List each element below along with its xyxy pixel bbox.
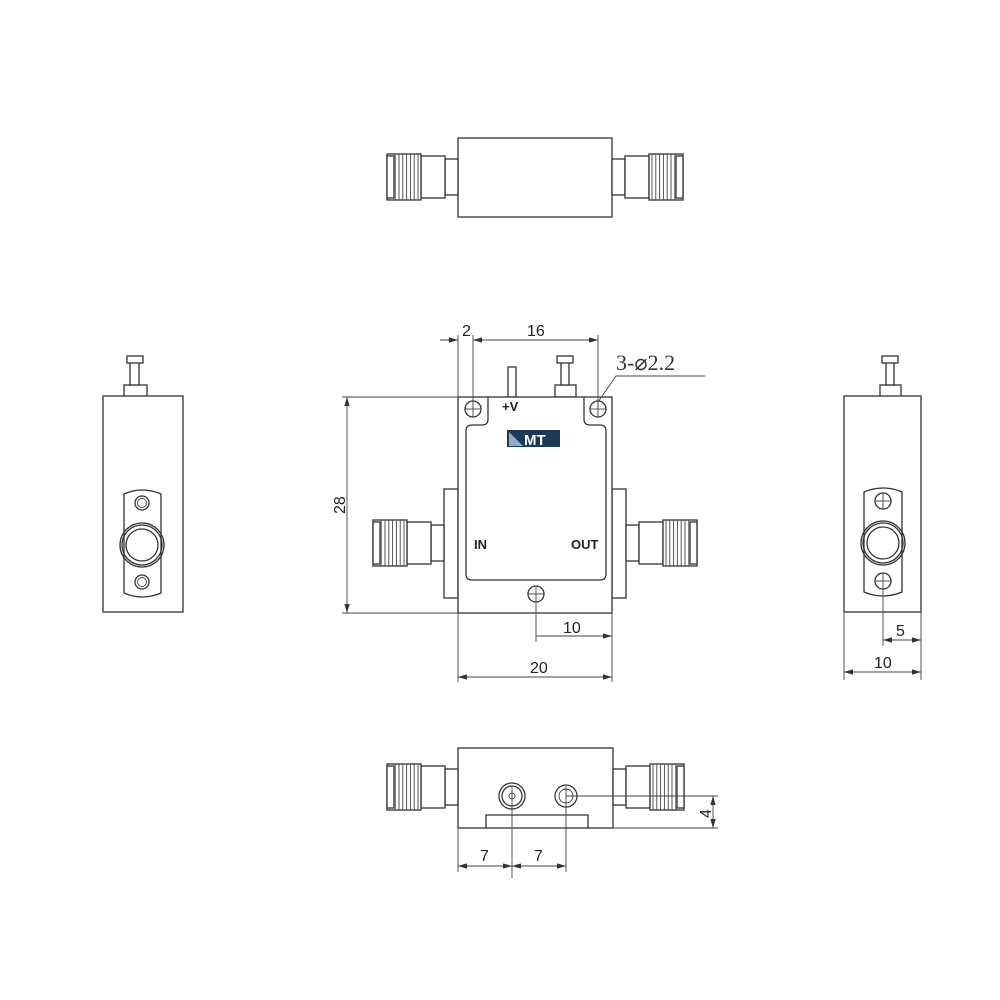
mounting-tab <box>485 814 589 828</box>
right-side-view: 5 10 <box>843 355 922 680</box>
front-view: +V IN OUT MT 2 16 3-⌀2.2 28 <box>332 323 705 682</box>
mounting-hole <box>527 585 545 603</box>
power-pin-label: +V <box>502 399 519 414</box>
bottom-view: 4 7 7 <box>386 747 718 878</box>
hole-callout: 3-⌀2.2 <box>597 350 705 403</box>
company-logo: MT <box>507 430 560 449</box>
input-label: IN <box>474 537 487 552</box>
output-label: OUT <box>571 537 599 552</box>
dimension-4: 4 <box>566 795 718 829</box>
connector-flange <box>123 489 162 598</box>
feedthrough-terminal <box>554 355 577 398</box>
sma-connector-out <box>625 519 698 567</box>
dim-4: 4 <box>698 809 715 818</box>
top-view-body <box>457 137 613 218</box>
sma-connector-left <box>386 153 459 201</box>
sma-connector-right <box>612 763 685 811</box>
svg-text:MT: MT <box>524 432 546 449</box>
bottom-view-body <box>457 747 614 829</box>
connector-face <box>119 522 165 568</box>
sma-connector-left <box>386 763 459 811</box>
hole-callout-text: 3-⌀2.2 <box>616 350 675 375</box>
top-view <box>386 137 684 218</box>
dimension-5-10: 5 10 <box>843 589 922 680</box>
right-flange <box>611 488 627 599</box>
dim-10-side: 10 <box>874 655 892 672</box>
left-side-body <box>102 395 184 613</box>
power-pin <box>507 366 517 398</box>
right-side-body <box>843 395 922 613</box>
dimension-10-20: 10 20 <box>457 602 613 682</box>
cover-panel <box>465 397 607 581</box>
left-side-view <box>102 355 184 613</box>
dim-10: 10 <box>563 620 581 637</box>
dim-7-right: 7 <box>534 848 543 865</box>
dimension-28: 28 <box>332 396 458 614</box>
dim-28: 28 <box>332 496 349 514</box>
dim-2: 2 <box>462 323 471 340</box>
dim-20: 20 <box>530 660 548 677</box>
dim-16: 16 <box>527 323 545 340</box>
left-flange <box>443 488 459 599</box>
dimension-7-7: 7 7 <box>457 786 567 878</box>
sma-connector-right <box>611 153 684 201</box>
dim-5: 5 <box>896 623 905 640</box>
sma-connector-in <box>372 519 445 567</box>
dim-7-left: 7 <box>480 848 489 865</box>
dimension-2-16: 2 16 <box>440 323 599 409</box>
